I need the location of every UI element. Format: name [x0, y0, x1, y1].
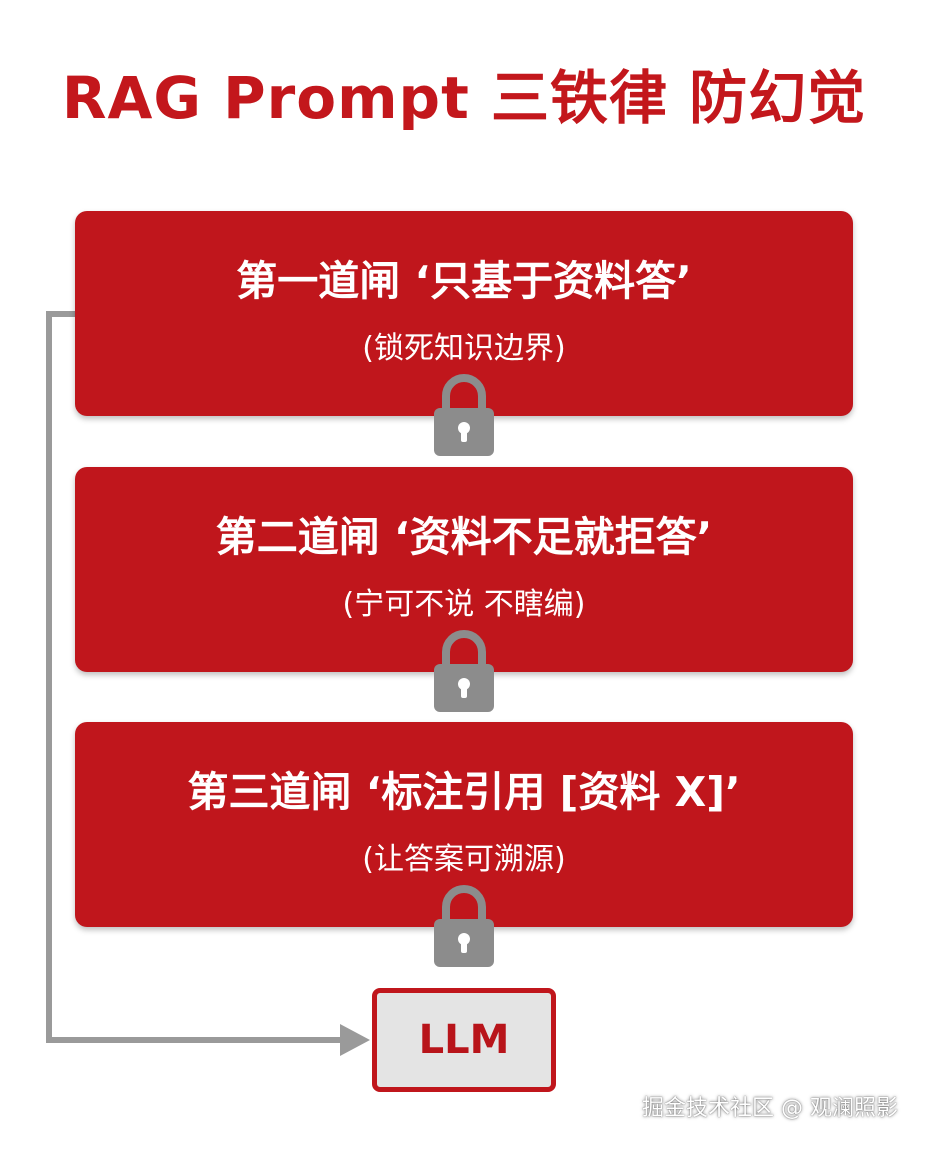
padlock-icon — [434, 630, 494, 712]
page-title: RAG Prompt 三铁律 防幻觉 — [61, 64, 867, 132]
gate-subtitle-3: (让答案可溯源) — [362, 842, 566, 877]
gate-subtitle-2: (宁可不说 不瞎编) — [342, 587, 586, 622]
gate-card-1: 第一道闸 ‘只基于资料答’ (锁死知识边界) — [75, 211, 853, 416]
arrow-right-icon — [340, 1024, 370, 1056]
gate-subtitle-1: (锁死知识边界) — [362, 331, 566, 366]
gate-card-2: 第二道闸 ‘资料不足就拒答’ (宁可不说 不瞎编) — [75, 467, 853, 672]
gate-title-3: 第三道闸 ‘标注引用 [资料 X]’ — [187, 768, 741, 816]
padlock-icon — [434, 885, 494, 967]
padlock-icon — [434, 374, 494, 456]
watermark: 掘金技术社区 @ 观澜照影 — [642, 1096, 898, 1121]
gate-title-1: 第一道闸 ‘只基于资料答’ — [236, 257, 692, 305]
gate-title-2: 第二道闸 ‘资料不足就拒答’ — [215, 513, 713, 561]
llm-box: LLM — [372, 988, 556, 1092]
